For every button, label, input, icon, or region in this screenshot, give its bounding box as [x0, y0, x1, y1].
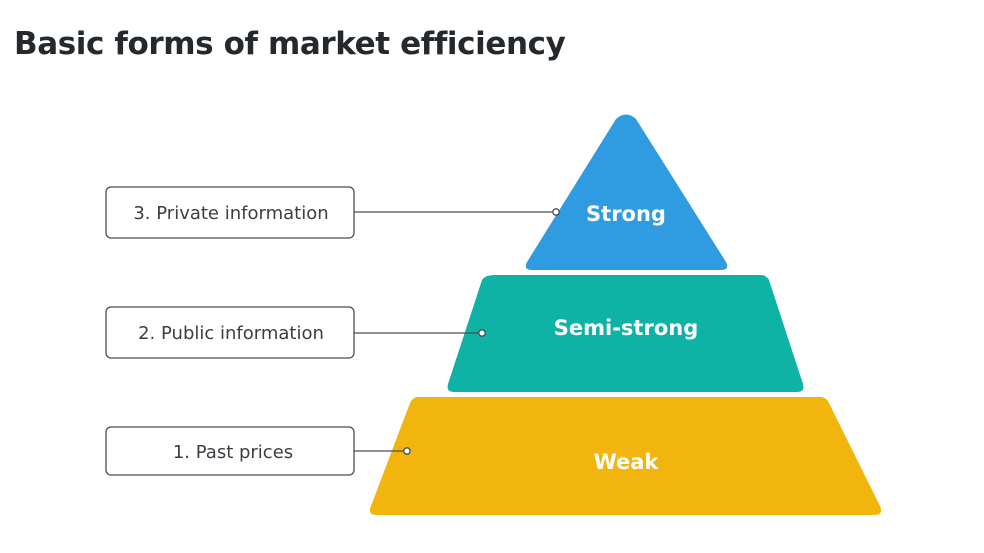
tier-weak-shape: [369, 397, 882, 515]
connector-weak: [354, 447, 411, 455]
tier-strong-shape: [525, 114, 728, 270]
connector-strong: [354, 208, 560, 216]
connector-semi-strong: [354, 329, 486, 337]
page-title: Basic forms of market efficiency: [14, 26, 566, 62]
tier-strong-label: Strong: [586, 202, 666, 226]
tier-semi-strong-label: Semi-strong: [554, 316, 698, 340]
label-private-information: 3. Private information: [133, 203, 328, 224]
label-box-public-information: 2. Public information: [105, 306, 355, 359]
tier-weak-label: Weak: [594, 450, 660, 474]
label-box-past-prices: 1. Past prices: [105, 426, 355, 476]
label-past-prices: 1. Past prices: [173, 442, 293, 463]
tier-semi-strong-shape: [447, 275, 804, 392]
label-public-information: 2. Public information: [138, 323, 324, 344]
label-box-private-information: 3. Private information: [105, 186, 355, 239]
